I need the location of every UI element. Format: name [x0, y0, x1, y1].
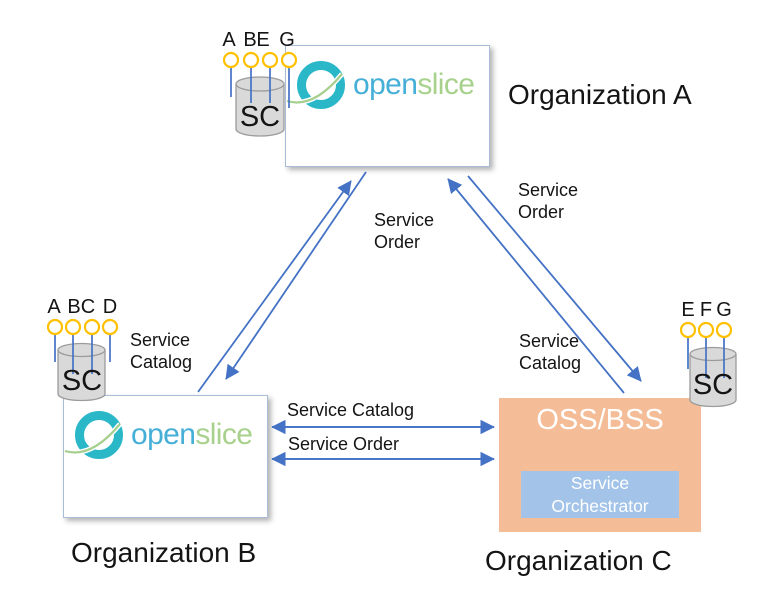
org-b-service-catalog: A B C D SC	[46, 296, 119, 402]
ossbss-title: OSS/BSS	[536, 404, 664, 436]
interface-letter: G	[279, 29, 295, 51]
sc-cylinder-top	[57, 342, 106, 358]
service-catalog-label-bc: Service Catalog	[287, 400, 415, 420]
interface-letter: E	[256, 29, 269, 51]
openslice-logo: openslice	[64, 411, 253, 459]
org-b-openslice-box: openslice	[63, 395, 268, 518]
interface-letter: A	[47, 296, 61, 318]
interface-letter: F	[700, 299, 712, 321]
service-order-label-bc: Service Order	[288, 434, 400, 454]
org-a-openslice-box: openslice	[285, 45, 490, 167]
sc-cylinder	[235, 84, 285, 137]
org-a-service-catalog: A B E G SC	[222, 29, 298, 137]
org-c-service-catalog: E F G SC	[679, 299, 737, 408]
label-line: Order	[374, 231, 421, 252]
interface-lollipop-icon	[46, 318, 64, 336]
label-line: Order	[518, 201, 565, 222]
interface-lollipop-icon	[715, 321, 733, 339]
interface-lollipop-icon	[679, 321, 697, 339]
interface-letter: C	[81, 296, 95, 318]
orchestrator-label-line2: Orchestrator	[551, 495, 649, 516]
arrow-b-to-a	[197, 180, 352, 393]
sc-label: SC	[62, 365, 102, 397]
service-catalog-label-b: Service Catalog	[130, 330, 192, 374]
logo-word-open: open	[353, 68, 418, 101]
service-order-label-ac: Service Order	[518, 180, 578, 224]
org-c-label: Organization C	[485, 545, 672, 576]
label-line: Service	[518, 180, 579, 200]
interface-lollipop-icon	[697, 321, 715, 339]
interface-lollipop-icon	[261, 51, 279, 69]
org-a-label: Organization A	[508, 79, 692, 110]
interface-letter: D	[103, 296, 117, 318]
interface-lollipop-icon	[83, 318, 101, 336]
logo-word-slice: slice	[195, 418, 253, 451]
openslice-ring-icon	[64, 411, 123, 459]
interface-lollipop-icon	[222, 51, 240, 69]
arrow-c-to-a	[447, 178, 625, 394]
sc-label: SC	[693, 369, 733, 401]
label-line: Service	[130, 330, 191, 350]
org-c-ossbss-box: OSS/BSS Service Orchestrator	[499, 398, 701, 532]
interface-letter: A	[222, 29, 236, 51]
openslice-ring-icon	[286, 61, 345, 109]
interface-lollipop-icon	[64, 318, 82, 336]
interface-lollipop-icon	[242, 51, 260, 69]
openslice-logo-text: openslice	[353, 68, 475, 102]
service-catalog-label-ac: Service Catalog	[519, 331, 581, 375]
label-line: Catalog	[130, 351, 193, 372]
sc-cylinder	[57, 350, 106, 402]
openslice-logo-text: openslice	[131, 418, 253, 452]
arrow-a-to-c	[467, 175, 642, 382]
openslice-logo: openslice	[286, 61, 475, 109]
logo-word-open: open	[131, 418, 196, 451]
interface-lollipop-icon	[280, 51, 298, 69]
sc-cylinder-top	[235, 76, 285, 92]
interface-letter: G	[716, 299, 732, 321]
label-line: Service	[374, 210, 435, 230]
label-line: Catalog	[519, 352, 582, 373]
orchestrator-label-line1: Service	[570, 473, 630, 493]
service-order-label-ab: Service Order	[374, 210, 434, 254]
interface-letter: B	[243, 29, 256, 51]
service-orchestrator-box: Service Orchestrator	[521, 471, 679, 518]
interface-lollipop-icon	[101, 318, 119, 336]
sc-cylinder-top	[689, 346, 737, 362]
interface-letter: B	[67, 296, 80, 318]
interface-letter: E	[681, 299, 694, 321]
sc-label: SC	[240, 101, 280, 133]
org-b-label: Organization B	[71, 537, 257, 568]
arrow-a-to-b	[225, 171, 367, 380]
logo-word-slice: slice	[417, 68, 475, 101]
label-line: Service	[519, 331, 580, 351]
